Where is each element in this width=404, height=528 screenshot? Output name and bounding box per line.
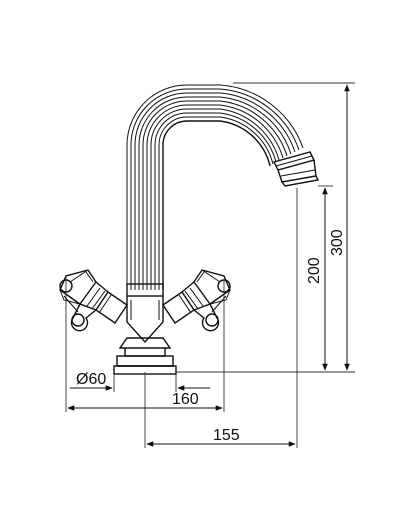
spout-reach-label: 155 xyxy=(213,427,240,444)
aerator xyxy=(272,151,320,187)
handle-span-label: 160 xyxy=(172,391,199,408)
overall-height-label: 300 xyxy=(329,229,346,256)
spout-height-label: 200 xyxy=(306,257,323,284)
right-handle xyxy=(162,269,231,332)
spout xyxy=(126,84,304,290)
central-body xyxy=(113,283,177,375)
left-handle xyxy=(59,269,128,332)
dimension-lines xyxy=(65,82,355,448)
faucet-body xyxy=(59,84,320,375)
base-diameter-label: Ø60 xyxy=(76,371,106,388)
